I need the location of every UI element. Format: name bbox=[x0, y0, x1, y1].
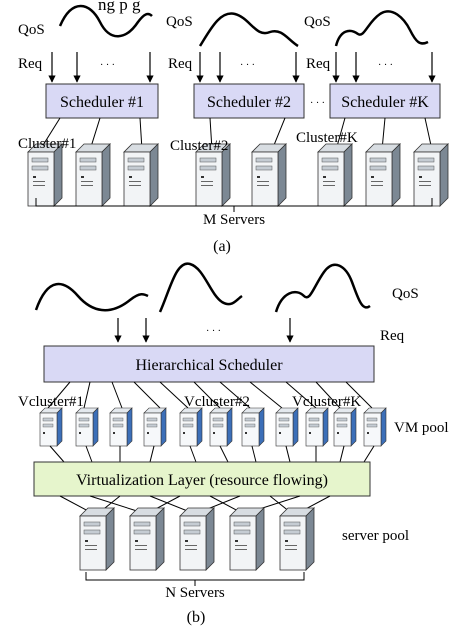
req-label-b: Req bbox=[380, 328, 405, 344]
req-arrows-b bbox=[114, 318, 294, 343]
hierarchical-scheduler-label: Hierarchical Scheduler bbox=[135, 357, 283, 374]
servers-label-a: M Servers bbox=[203, 212, 265, 228]
req-label-a3: Req bbox=[306, 56, 331, 72]
ellipsis-a2: · · · bbox=[240, 60, 255, 71]
ellipsis-b: · · · bbox=[206, 326, 221, 337]
hierarchical-scheduler-box bbox=[43, 345, 375, 383]
qos-curve-2 bbox=[198, 12, 299, 48]
scheduler-label-k: Scheduler #K bbox=[341, 94, 429, 111]
top-caption-fragment: ng p g bbox=[98, 0, 141, 14]
cluster-k-servers bbox=[317, 143, 449, 207]
server-pool bbox=[79, 507, 315, 571]
qos-label-a2: QoS bbox=[166, 14, 193, 30]
cluster-label-1: Cluster#1 bbox=[18, 136, 76, 152]
ellipsis-schedulers: · · · bbox=[310, 98, 325, 109]
cluster-label-2: Cluster#2 bbox=[170, 138, 228, 154]
vm-links-bottom bbox=[49, 445, 375, 463]
vm-pool-label: VM pool bbox=[394, 420, 449, 436]
virtualization-layer-label: Virtualization Layer (resource flowing) bbox=[76, 472, 328, 489]
scheduler-label-1: Scheduler #1 bbox=[60, 94, 144, 111]
qos-label-a1: QoS bbox=[18, 22, 45, 38]
caption-b: (b) bbox=[187, 609, 206, 626]
ellipsis-a1: · · · bbox=[100, 60, 115, 71]
servers-label-b: N Servers bbox=[165, 585, 225, 601]
qos-label-b: QoS bbox=[392, 286, 419, 302]
panel-a: QoS QoS QoS Req Req Req · · · · · · · · … bbox=[18, 4, 449, 255]
ellipsis-a3: · · · bbox=[378, 60, 393, 71]
caption-a: (a) bbox=[213, 238, 231, 255]
qos-curve-b bbox=[34, 262, 371, 313]
brace-a bbox=[35, 198, 433, 212]
scheduler-label-2: Scheduler #2 bbox=[207, 94, 291, 111]
cluster-1-servers bbox=[27, 143, 159, 207]
cluster-label-k: Cluster#K bbox=[296, 130, 358, 146]
server-pool-label: server pool bbox=[342, 528, 409, 544]
qos-label-a3: QoS bbox=[304, 14, 331, 30]
virtualization-layer-box bbox=[33, 461, 371, 497]
brace-b bbox=[85, 572, 305, 586]
qos-curve-1 bbox=[58, 4, 153, 38]
vcluster-label-k: Vcluster#K bbox=[292, 394, 361, 410]
scheduler-box-2 bbox=[193, 83, 305, 119]
req-label-a1: Req bbox=[18, 56, 43, 72]
vcluster-label-1: Vcluster#1 bbox=[18, 394, 84, 410]
req-arrows-a bbox=[48, 52, 436, 83]
panel-b: QoS Req · · · Hierarchical Scheduler bbox=[18, 262, 449, 626]
vm-links-top bbox=[47, 381, 373, 409]
vcluster-label-2: Vcluster#2 bbox=[184, 394, 250, 410]
qos-curve-3 bbox=[334, 10, 429, 47]
scheduler-box-1 bbox=[45, 83, 159, 119]
vm-pool bbox=[39, 407, 387, 447]
req-label-a2: Req bbox=[168, 56, 193, 72]
